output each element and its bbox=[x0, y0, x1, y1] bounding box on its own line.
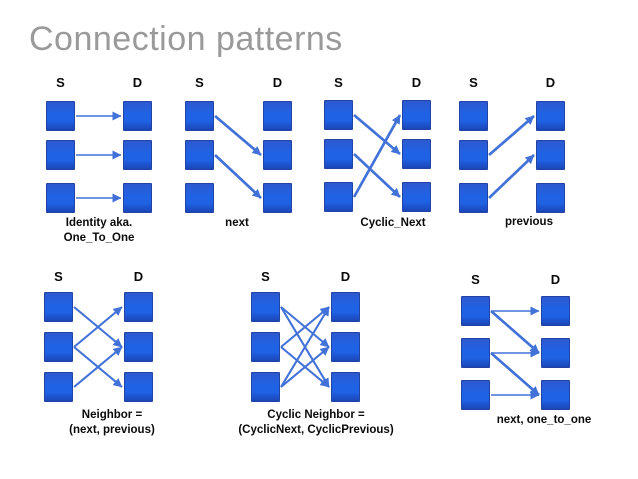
connection-arrow bbox=[352, 114, 402, 198]
diagram-caption: next, one_to_one bbox=[496, 414, 592, 426]
connection-arrow bbox=[73, 306, 123, 348]
dest-node bbox=[124, 292, 153, 322]
connection-arrow bbox=[214, 154, 262, 199]
dest-node bbox=[263, 101, 292, 131]
connection-arrow bbox=[280, 306, 330, 348]
source-node bbox=[44, 332, 73, 362]
source-node bbox=[459, 101, 488, 131]
source-node bbox=[251, 332, 280, 362]
connection-arrow bbox=[280, 306, 330, 388]
dest-node bbox=[331, 332, 360, 362]
source-node bbox=[46, 101, 75, 131]
dest-column-label: D bbox=[272, 75, 283, 90]
dest-column-label: D bbox=[545, 75, 556, 90]
dest-node bbox=[331, 372, 360, 402]
source-node bbox=[46, 183, 75, 213]
dest-node bbox=[331, 292, 360, 322]
dest-node bbox=[536, 183, 565, 213]
dest-column-label: D bbox=[411, 75, 422, 90]
source-node bbox=[185, 183, 214, 213]
connection-arrow bbox=[214, 114, 262, 157]
dest-node bbox=[402, 182, 431, 212]
dest-node bbox=[124, 332, 153, 362]
dest-node bbox=[124, 372, 153, 402]
diagram-caption: Identity aka. One_To_One bbox=[63, 217, 135, 244]
diagram-caption: Neighbor = (next, previous) bbox=[69, 409, 155, 436]
connection-arrow bbox=[353, 113, 401, 156]
dest-node bbox=[541, 338, 570, 368]
dest-node bbox=[263, 140, 292, 170]
dest-node bbox=[263, 183, 292, 213]
connection-arrow bbox=[488, 154, 535, 199]
dest-column-label: D bbox=[132, 75, 143, 90]
connection-arrow bbox=[488, 114, 535, 157]
source-node bbox=[251, 372, 280, 402]
diagram-caption: Cyclic Neighbor = (CyclicNext, CyclicPre… bbox=[238, 409, 394, 436]
connection-arrow bbox=[73, 346, 123, 388]
source-column-label: S bbox=[334, 75, 343, 90]
dest-node bbox=[536, 101, 565, 131]
connection-arrow bbox=[490, 351, 540, 397]
slide-title: Connection patterns bbox=[29, 20, 343, 58]
connection-arrow bbox=[280, 306, 330, 388]
diagram-caption: Cyclic_Next bbox=[360, 217, 426, 229]
source-node bbox=[185, 101, 214, 131]
source-node bbox=[461, 380, 490, 410]
connection-arrow bbox=[280, 346, 330, 388]
source-node bbox=[461, 296, 490, 326]
dest-node bbox=[402, 100, 431, 130]
dest-node bbox=[123, 183, 152, 213]
connection-arrow bbox=[73, 306, 123, 348]
source-node bbox=[185, 140, 214, 170]
connection-arrow bbox=[353, 153, 401, 198]
dest-column-label: D bbox=[340, 269, 351, 284]
source-node bbox=[324, 100, 353, 130]
dest-node bbox=[123, 101, 152, 131]
source-node bbox=[459, 140, 488, 170]
source-column-label: S bbox=[56, 75, 65, 90]
dest-node bbox=[402, 139, 431, 169]
source-column-label: S bbox=[195, 75, 204, 90]
source-column-label: S bbox=[54, 269, 63, 284]
source-node bbox=[46, 140, 75, 170]
source-node bbox=[324, 182, 353, 212]
source-node bbox=[44, 292, 73, 322]
connection-arrow bbox=[73, 346, 123, 388]
source-node bbox=[44, 372, 73, 402]
dest-node bbox=[123, 140, 152, 170]
source-node bbox=[461, 338, 490, 368]
dest-node bbox=[541, 380, 570, 410]
source-node bbox=[324, 139, 353, 169]
connection-arrow bbox=[490, 309, 540, 355]
source-node bbox=[459, 183, 488, 213]
diagram-caption: previous bbox=[505, 216, 553, 228]
source-node bbox=[251, 292, 280, 322]
source-column-label: S bbox=[261, 269, 270, 284]
diagram-caption: next bbox=[225, 217, 249, 229]
dest-node bbox=[541, 296, 570, 326]
dest-node bbox=[536, 140, 565, 170]
dest-column-label: D bbox=[133, 269, 144, 284]
source-column-label: S bbox=[469, 75, 478, 90]
dest-column-label: D bbox=[550, 272, 561, 287]
connection-arrow bbox=[280, 346, 330, 388]
connection-arrow bbox=[280, 306, 330, 348]
source-column-label: S bbox=[471, 272, 480, 287]
